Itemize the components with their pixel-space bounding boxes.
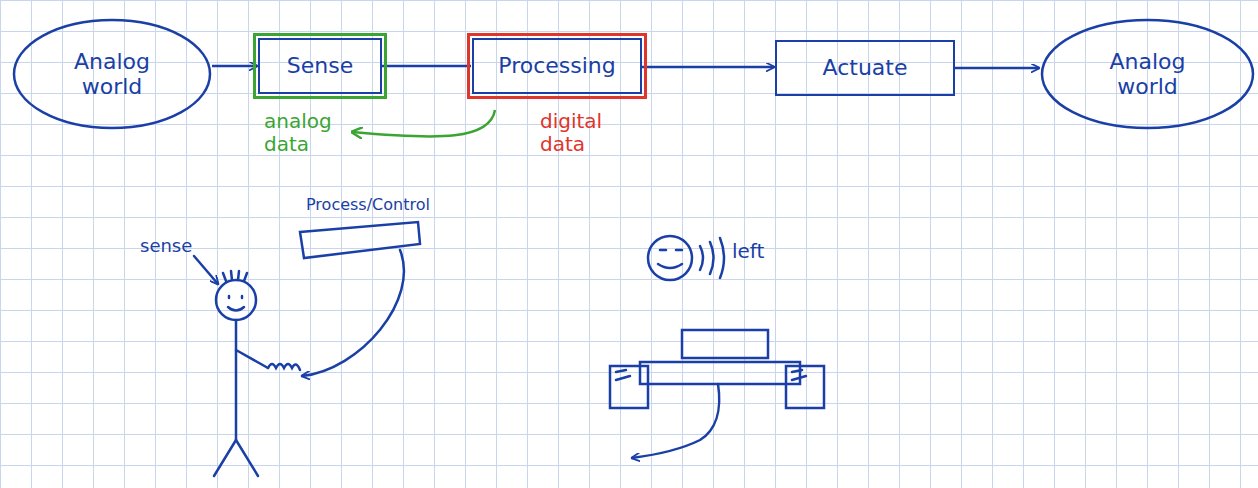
- analog-label: analog data: [264, 110, 356, 156]
- green-arrow: [352, 110, 495, 137]
- flow-arrow: [382, 65, 471, 68]
- stick-figure: [194, 222, 420, 476]
- flow-arrow: [955, 67, 1039, 70]
- sense-label: sense: [140, 236, 192, 257]
- speaking-face: [648, 236, 724, 280]
- node-text: Processing: [498, 53, 615, 78]
- world-ellipse: Analog world: [1040, 18, 1255, 130]
- node-text: Analog world: [52, 49, 172, 100]
- flow-arrow: [212, 65, 257, 68]
- digital-label: digital data: [540, 110, 636, 156]
- flow-arrow: [642, 66, 774, 69]
- node-text: Analog world: [1083, 49, 1213, 100]
- process-label: Process/Control: [306, 196, 430, 214]
- node-text: Actuate: [823, 55, 908, 80]
- robot-vehicle: [610, 330, 824, 458]
- direction-label: left: [732, 240, 764, 263]
- ellipse-outline: [1042, 20, 1253, 128]
- node-text: Sense: [287, 53, 353, 78]
- processing-box: Processing: [472, 38, 642, 94]
- ellipse-outline: [14, 20, 210, 128]
- sense-box: Sense: [258, 38, 382, 94]
- actuate-box: Actuate: [775, 40, 955, 96]
- world-ellipse: Analog world: [12, 18, 212, 130]
